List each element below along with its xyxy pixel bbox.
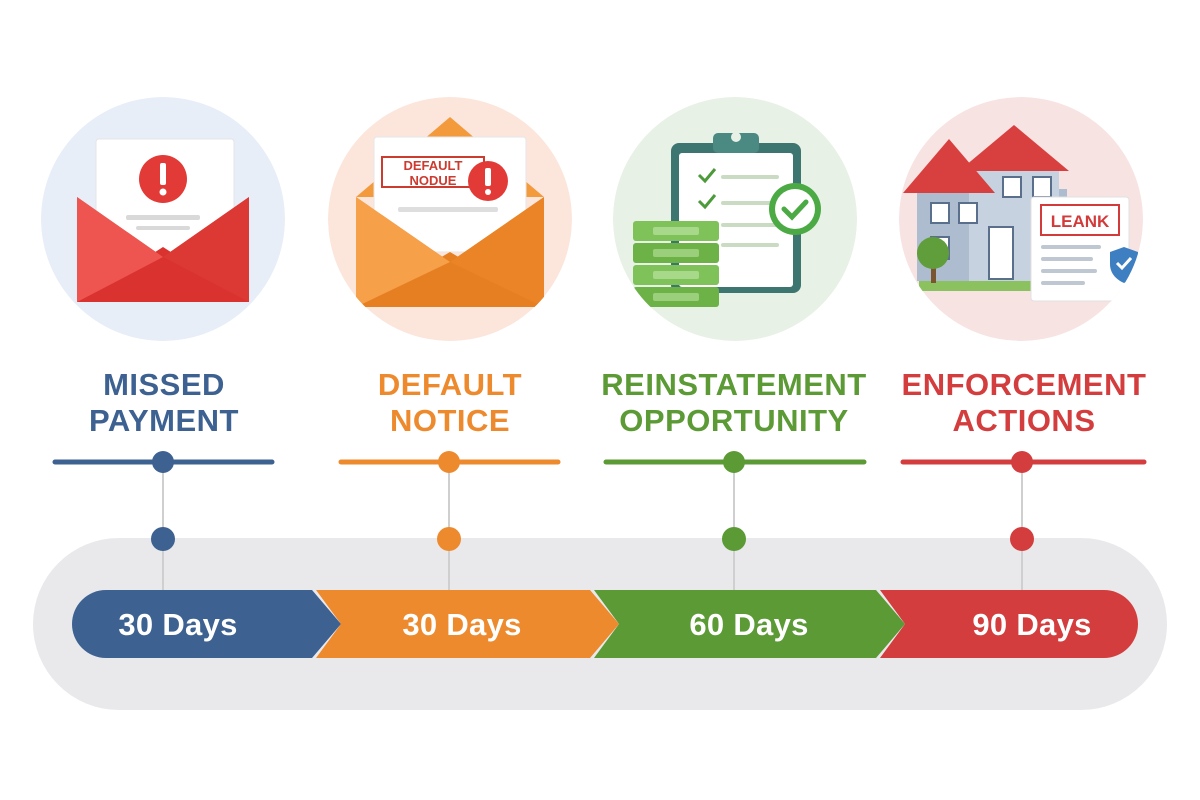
stage-title-missed-payment: MISSED PAYMENT <box>14 367 314 439</box>
clipboard-money-check-icon <box>613 97 857 341</box>
envelope-alert-icon <box>41 97 285 341</box>
stage-title-line2: NOTICE <box>389 403 511 438</box>
stage-title-line2: ACTIONS <box>952 403 1096 438</box>
envelope-default-notice-icon: DEFAULT NODUE <box>328 97 572 341</box>
icon-document-text: LEANK <box>1051 212 1110 231</box>
icon-letter-text-2: NODUE <box>410 173 457 188</box>
duration-label-3: 60 Days <box>689 607 809 642</box>
stage-title-line1: MISSED <box>103 367 225 402</box>
stage-title-line2: PAYMENT <box>89 403 239 438</box>
icon-circle-default-notice: DEFAULT NODUE <box>328 97 572 341</box>
icon-circle-reinstatement <box>613 97 857 341</box>
stage-title-line1: REINSTATEMENT <box>601 367 867 402</box>
stage-title-enforcement: ENFORCEMENT ACTIONS <box>874 367 1174 439</box>
lower-marker-1 <box>151 527 175 551</box>
duration-label-1: 30 Days <box>118 607 238 642</box>
icon-letter-text-1: DEFAULT <box>404 158 463 173</box>
top-marker-3 <box>723 451 745 473</box>
lower-marker-4 <box>1010 527 1034 551</box>
lower-marker-2 <box>437 527 461 551</box>
house-document-icon: LEANK <box>899 97 1143 341</box>
duration-label-2: 30 Days <box>402 607 522 642</box>
top-marker-4 <box>1011 451 1033 473</box>
top-marker-2 <box>438 451 460 473</box>
stage-title-reinstatement: REINSTATEMENT OPPORTUNITY <box>584 367 884 439</box>
stage-title-line2: OPPORTUNITY <box>619 403 849 438</box>
top-marker-1 <box>152 451 174 473</box>
stage-title-line1: ENFORCEMENT <box>901 367 1147 402</box>
stage-title-default-notice: DEFAULT NOTICE <box>300 367 600 439</box>
lower-marker-3 <box>722 527 746 551</box>
stage-title-line1: DEFAULT <box>377 367 523 402</box>
duration-label-4: 90 Days <box>972 607 1092 642</box>
icon-circle-enforcement: LEANK <box>899 97 1143 341</box>
icon-circle-missed-payment <box>41 97 285 341</box>
